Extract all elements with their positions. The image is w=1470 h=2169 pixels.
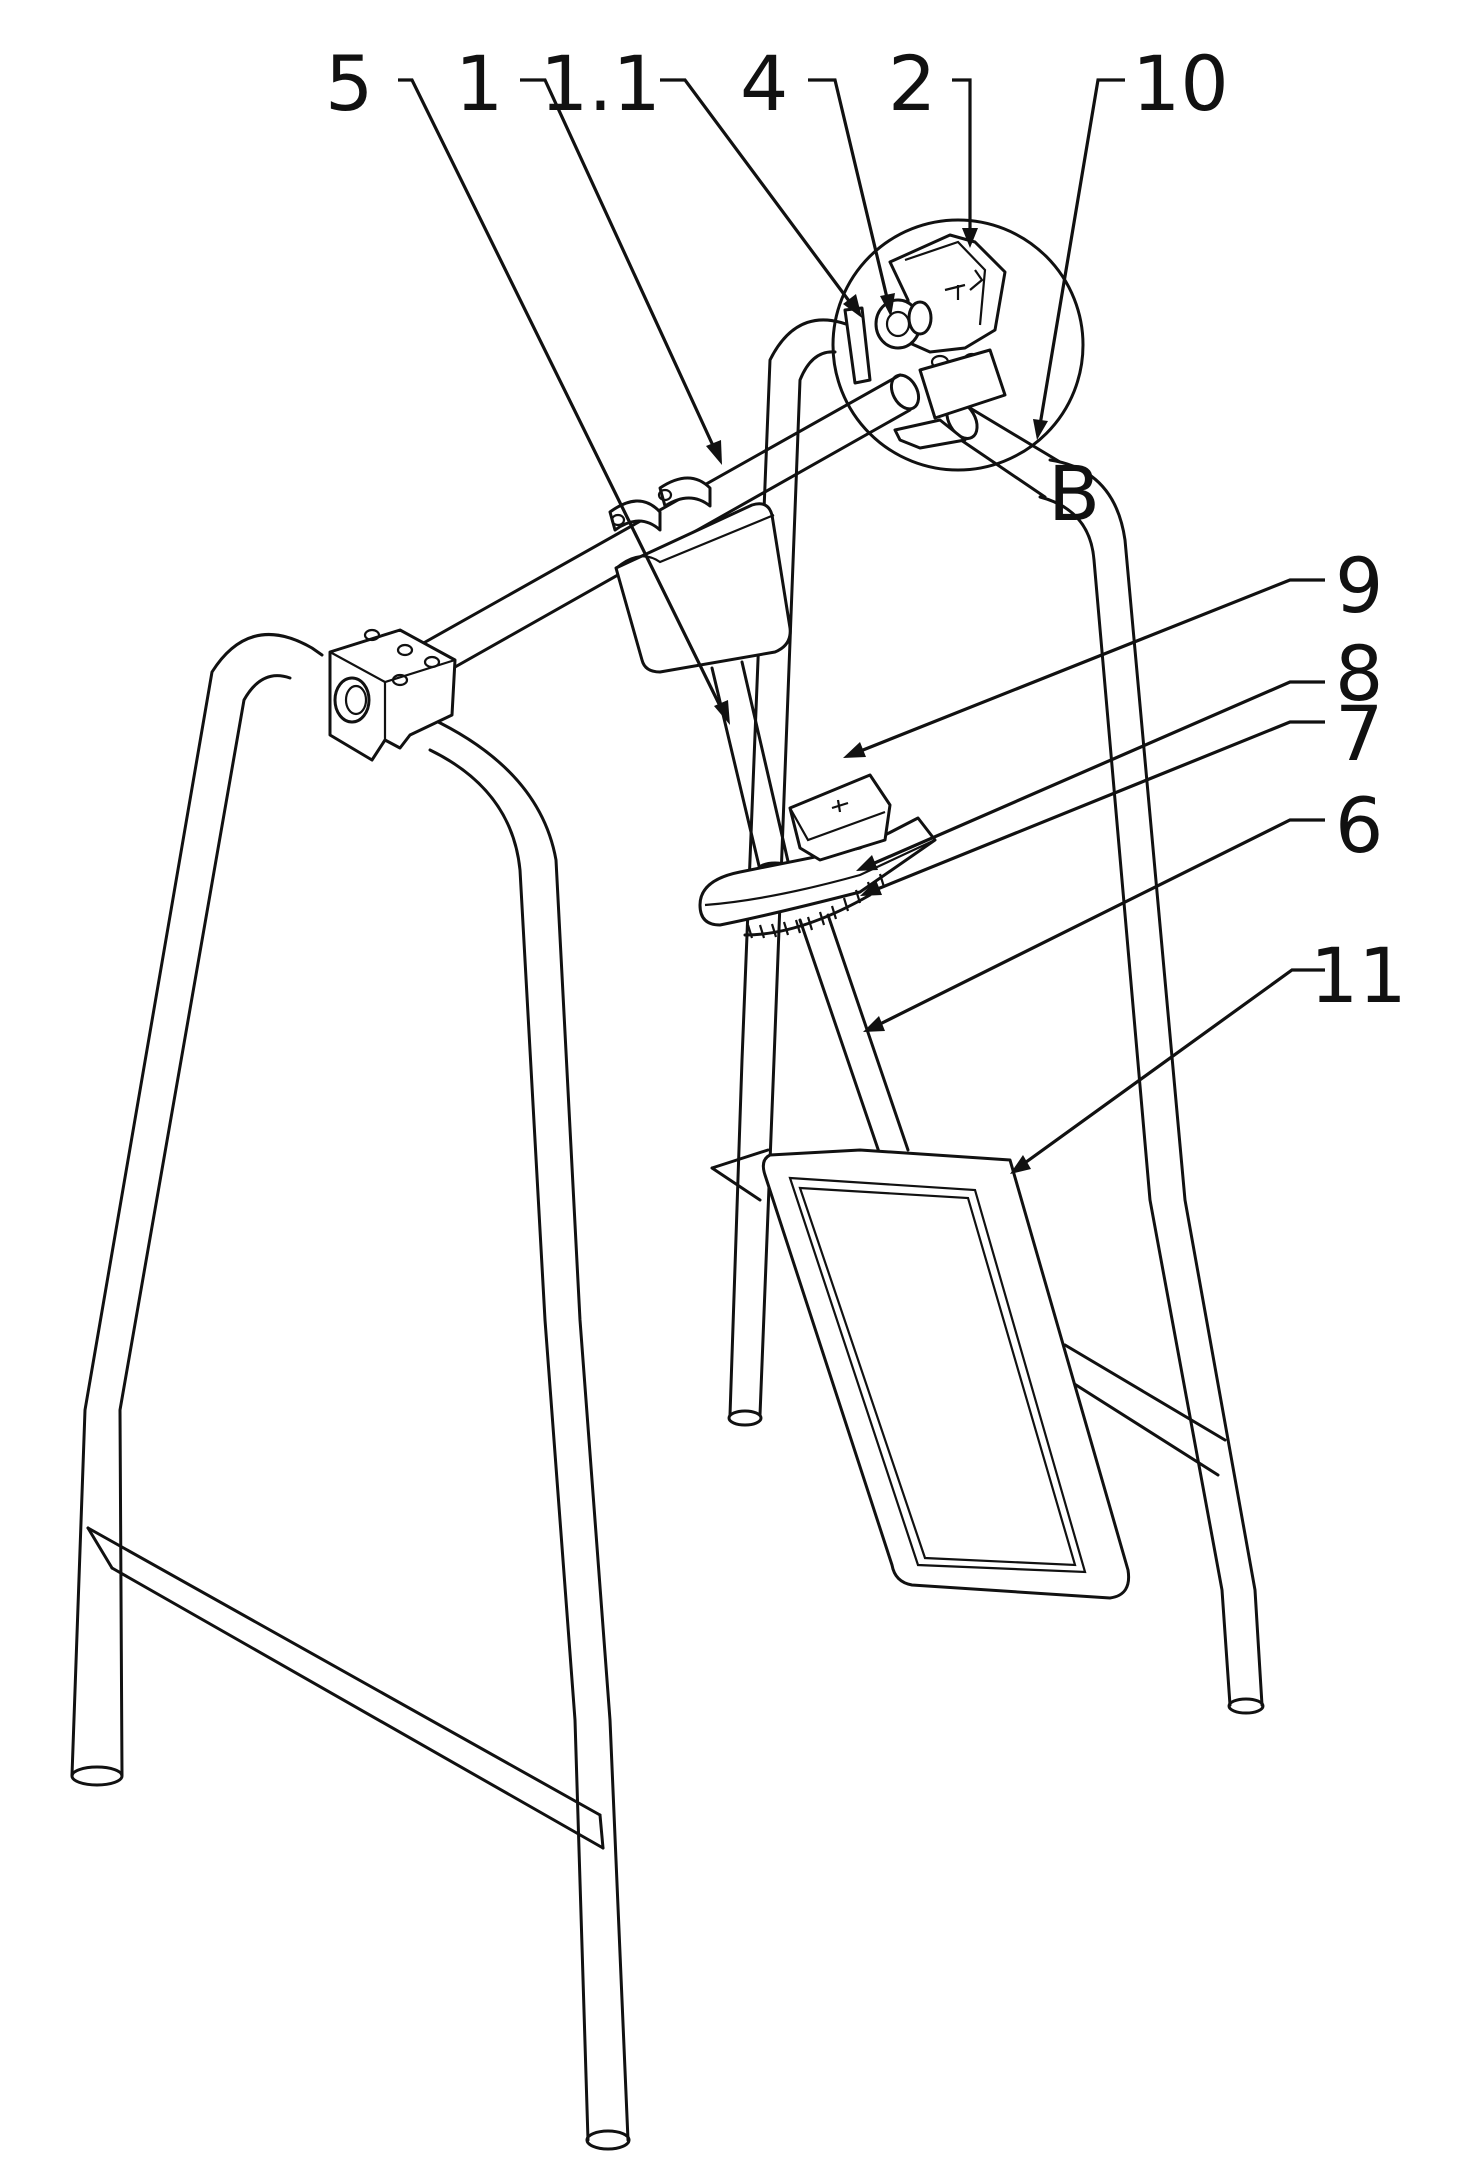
label-4: 4 bbox=[740, 39, 788, 128]
reference-labels: 5 1 1.1 4 2 10 B 9 8 7 6 11 bbox=[325, 39, 1407, 1020]
label-b: B bbox=[1048, 449, 1100, 538]
lower-rod bbox=[798, 913, 910, 1157]
gear-assembly bbox=[698, 773, 937, 939]
left-a-frame bbox=[70, 633, 631, 2151]
label-5: 5 bbox=[325, 39, 373, 128]
label-1: 1 bbox=[455, 39, 503, 128]
label-7: 7 bbox=[1335, 689, 1383, 778]
leader-lines bbox=[398, 78, 1325, 1174]
label-2: 2 bbox=[888, 39, 936, 128]
label-1-1: 1.1 bbox=[540, 39, 661, 128]
pipe-clamps bbox=[608, 476, 712, 532]
seat-board bbox=[761, 1148, 1131, 1600]
left-clamp-block bbox=[328, 628, 457, 762]
label-11: 11 bbox=[1310, 931, 1407, 1020]
motor-box bbox=[614, 502, 792, 674]
label-10: 10 bbox=[1132, 39, 1229, 128]
detail-circle-b bbox=[831, 218, 1085, 472]
label-6: 6 bbox=[1335, 781, 1383, 870]
label-8: 8 bbox=[1335, 629, 1383, 718]
right-a-frame bbox=[710, 318, 1265, 1715]
label-9: 9 bbox=[1335, 541, 1383, 630]
